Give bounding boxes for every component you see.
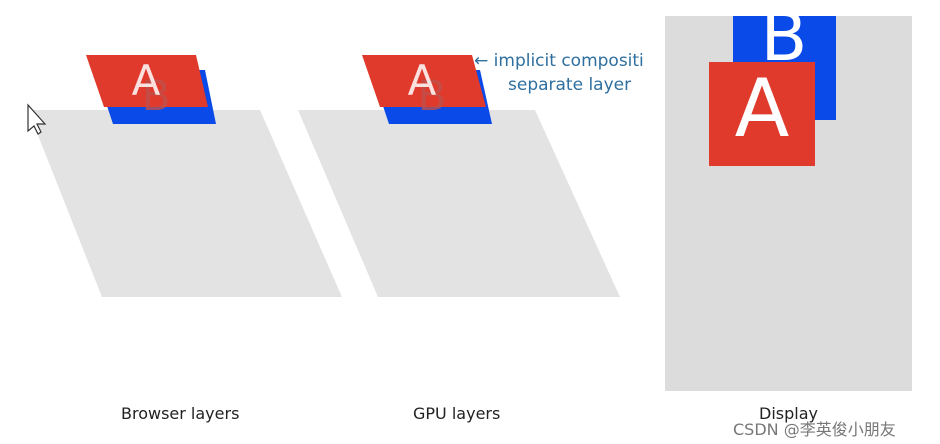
gpu-red-layer bbox=[362, 55, 486, 107]
browser-layers-plane bbox=[28, 110, 342, 297]
caption-browser-layers: Browser layers bbox=[121, 404, 240, 423]
display-letter-a: A bbox=[735, 62, 790, 155]
gpu-layer-stack: B A bbox=[362, 55, 492, 124]
browser-letter-b: B bbox=[142, 71, 171, 120]
browser-letter-a: A bbox=[132, 56, 161, 105]
annotation-line-2: separate layer bbox=[508, 75, 632, 95]
arrow-left-icon: ← bbox=[474, 51, 489, 71]
annotation-line-1: ← implicit compositi bbox=[474, 49, 644, 73]
gpu-layers-plane bbox=[298, 110, 620, 297]
browser-red-layer bbox=[86, 55, 208, 107]
gpu-letter-b: B bbox=[418, 71, 447, 120]
display-red-layer bbox=[709, 62, 815, 166]
mouse-cursor-icon bbox=[27, 103, 47, 135]
caption-display: Display bbox=[759, 404, 818, 423]
browser-layer-stack: B A bbox=[86, 55, 216, 124]
caption-gpu-layers: GPU layers bbox=[413, 404, 501, 423]
annotation-text-1: implicit compositi bbox=[493, 51, 644, 71]
annotation: ← implicit compositi separate layer bbox=[474, 49, 644, 97]
gpu-letter-a: A bbox=[408, 56, 437, 105]
watermark: CSDN @李英俊小朋友 bbox=[733, 420, 896, 439]
